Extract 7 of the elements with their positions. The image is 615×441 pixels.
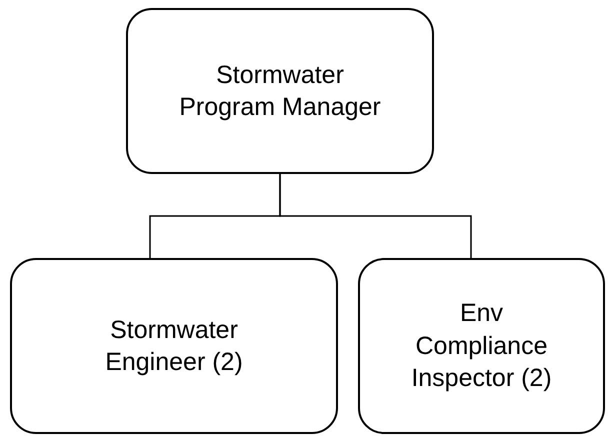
role-box <box>358 258 605 434</box>
role-title: Env Compliance Inspector (2) <box>410 298 553 394</box>
role-title: Stormwater Engineer (2) <box>104 314 244 378</box>
connector-line <box>279 174 472 258</box>
role-title: Stormwater Program Manager <box>178 60 382 123</box>
role-box <box>126 8 434 174</box>
role-box <box>10 258 338 434</box>
